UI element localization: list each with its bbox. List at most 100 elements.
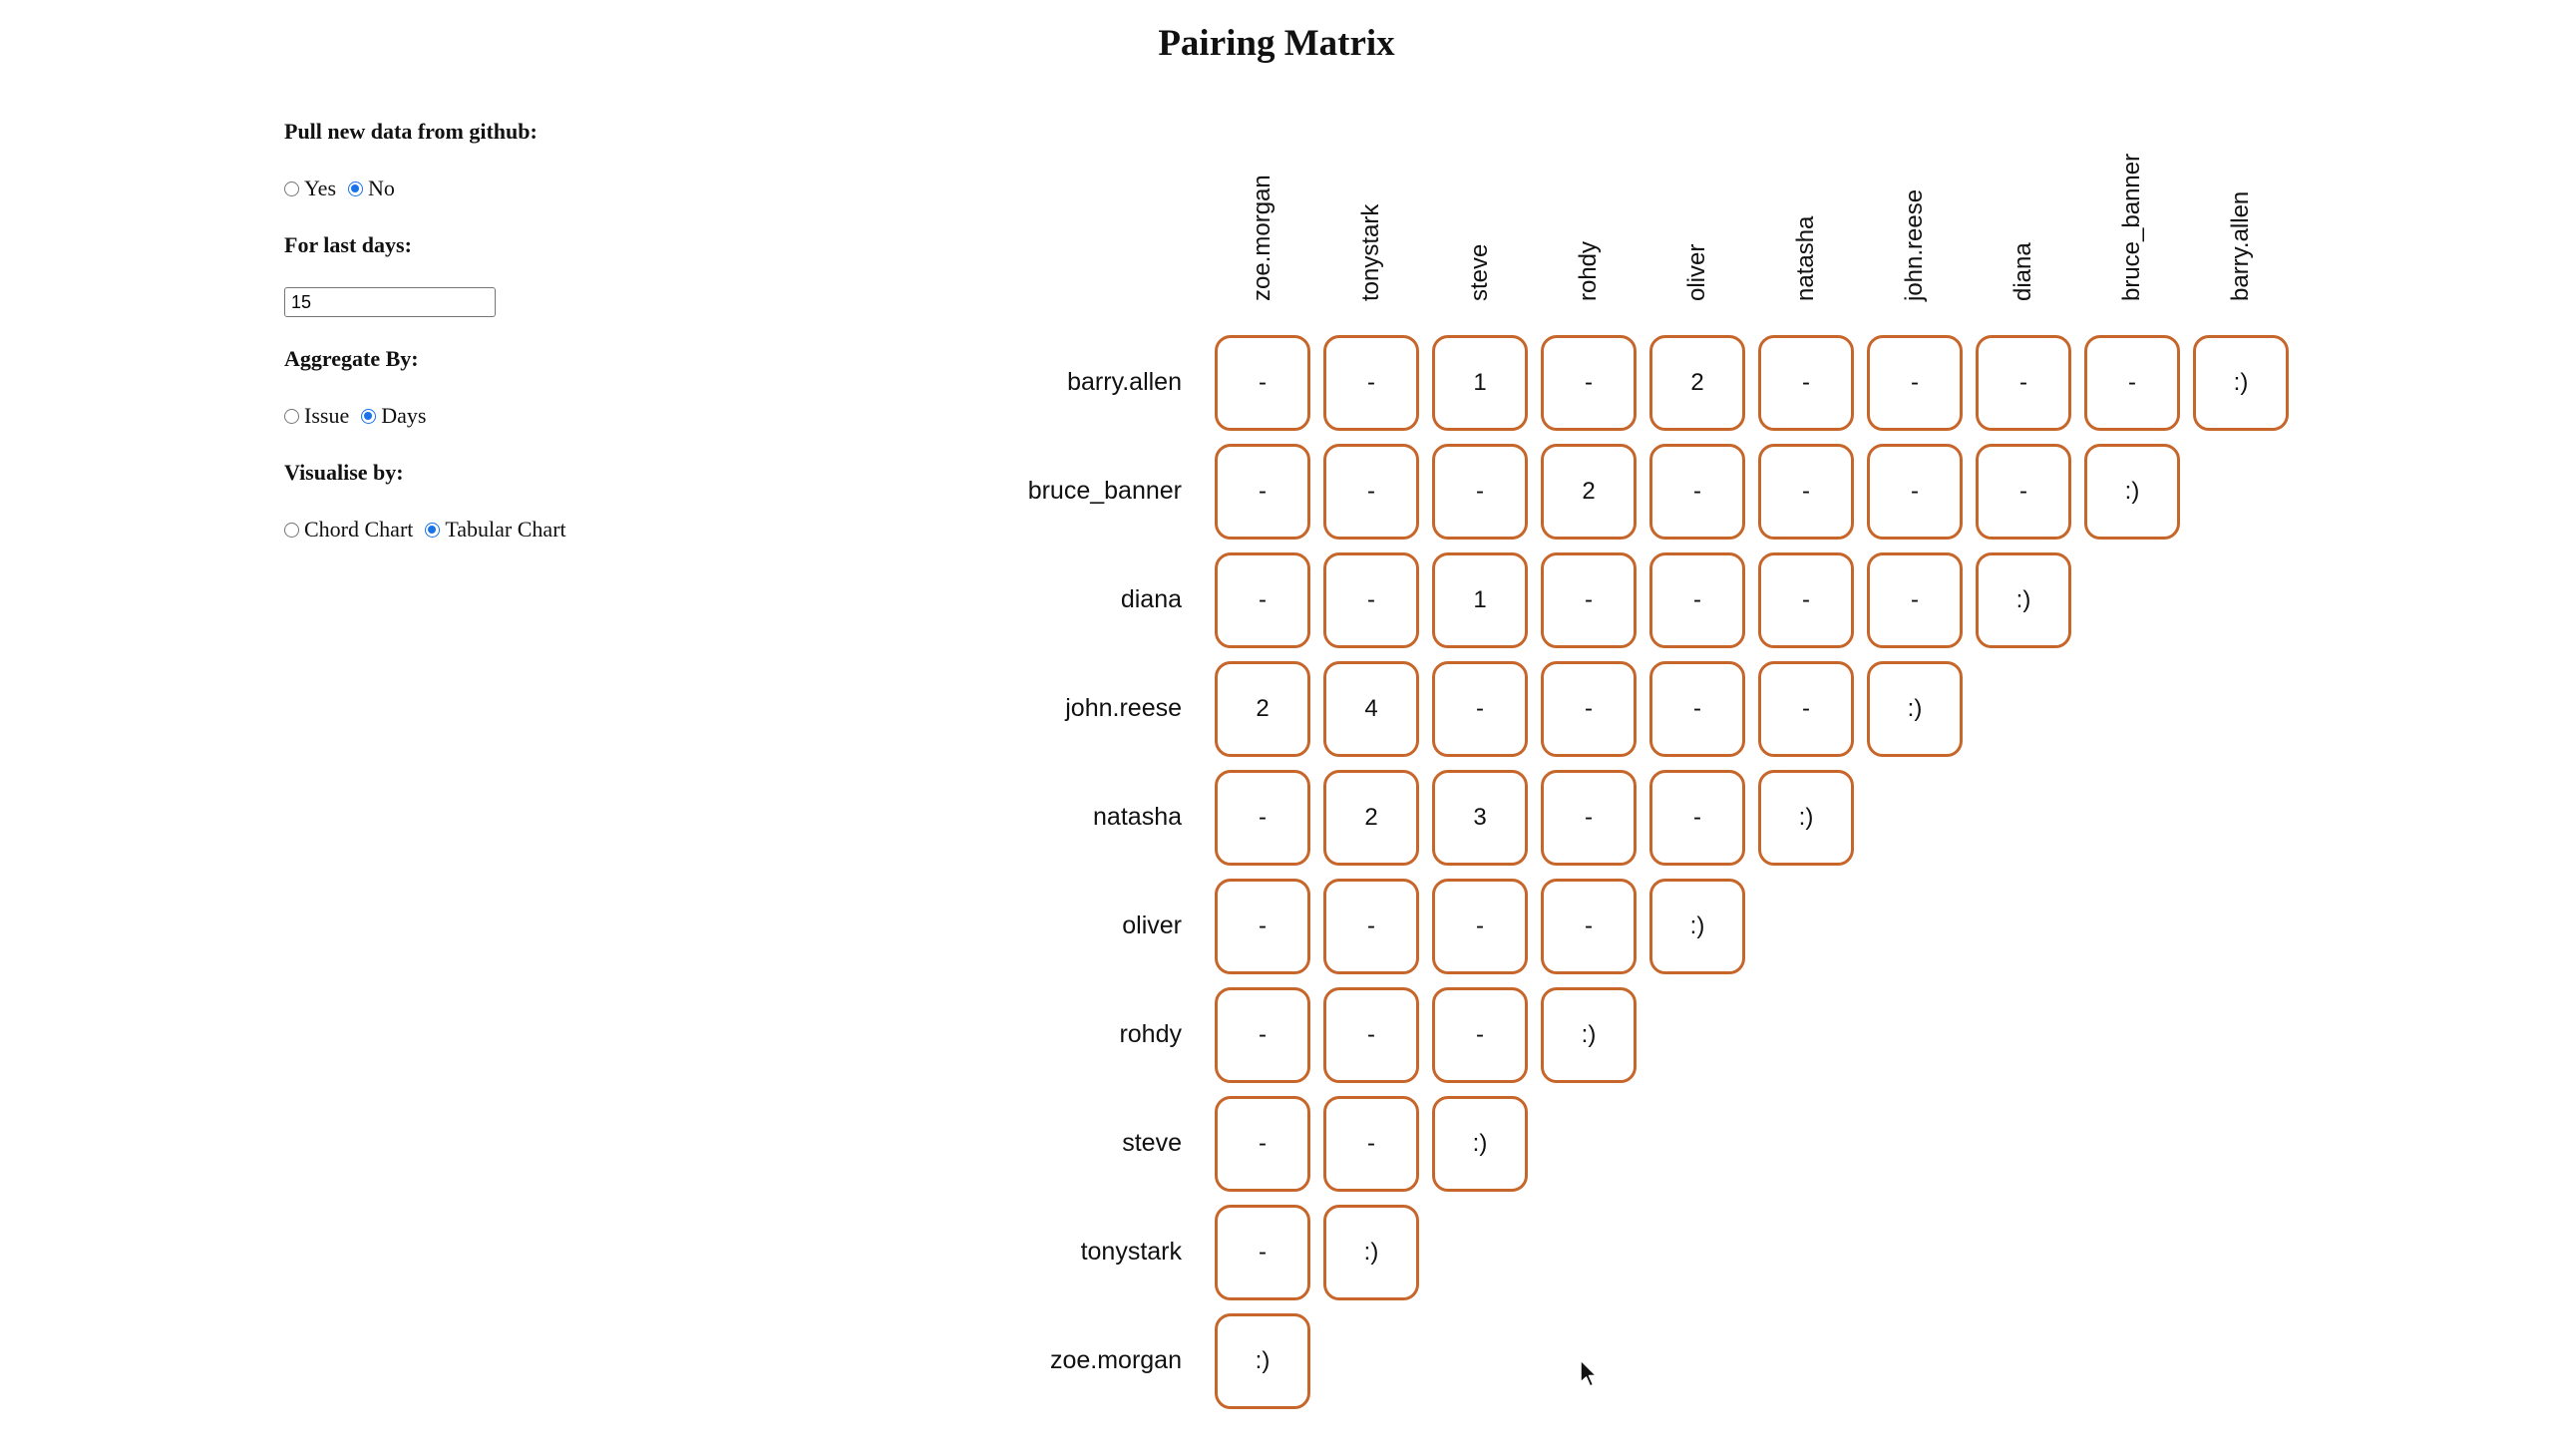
- matrix-cell[interactable]: -: [1323, 552, 1419, 648]
- visualise-tabular-option[interactable]: Tabular Chart: [425, 515, 566, 545]
- matrix-cell[interactable]: -: [1976, 444, 2071, 540]
- matrix-cell[interactable]: -: [1215, 987, 1310, 1083]
- aggregate-issue-option[interactable]: Issue: [284, 401, 349, 431]
- matrix-cell[interactable]: -: [1323, 987, 1419, 1083]
- matrix-cell[interactable]: :): [1323, 1205, 1419, 1300]
- visualise-chord-radio[interactable]: [284, 522, 299, 538]
- row-header: barry.allen: [1067, 368, 1182, 396]
- pull-yes-label: Yes: [304, 176, 337, 200]
- matrix-cell[interactable]: -: [1323, 1096, 1419, 1192]
- visualise-chord-option[interactable]: Chord Chart: [284, 515, 413, 545]
- matrix-cell[interactable]: -: [1432, 987, 1528, 1083]
- last-days-label: For last days:: [284, 232, 412, 257]
- matrix-cell[interactable]: 2: [1541, 444, 1637, 540]
- matrix-cell[interactable]: -: [1215, 1205, 1310, 1300]
- last-days-input[interactable]: [284, 287, 496, 317]
- matrix-cell[interactable]: 2: [1649, 335, 1745, 431]
- matrix-cell[interactable]: -: [1649, 661, 1745, 757]
- matrix-cell[interactable]: :): [1867, 661, 1963, 757]
- aggregate-radio-group: Issue Days: [284, 401, 703, 431]
- matrix-cell[interactable]: 3: [1432, 770, 1528, 866]
- pull-no-option[interactable]: No: [348, 174, 395, 203]
- row-header: rohdy: [1119, 1020, 1182, 1048]
- matrix-cell[interactable]: -: [1215, 552, 1310, 648]
- aggregate-issue-label: Issue: [304, 403, 350, 428]
- matrix-cell[interactable]: -: [1758, 661, 1854, 757]
- visualise-label: Visualise by:: [284, 460, 404, 485]
- column-header: tonystark: [1357, 203, 1384, 301]
- column-header: diana: [2009, 242, 2036, 301]
- matrix-cell[interactable]: -: [1432, 661, 1528, 757]
- matrix-cell[interactable]: -: [1541, 661, 1637, 757]
- matrix-cell[interactable]: -: [1541, 335, 1637, 431]
- matrix-cell[interactable]: -: [1649, 552, 1745, 648]
- matrix-cell[interactable]: -: [1215, 1096, 1310, 1192]
- pull-data-radio-group: Yes No: [284, 174, 703, 203]
- matrix-cell[interactable]: :): [1541, 987, 1637, 1083]
- matrix-cell[interactable]: -: [1541, 552, 1637, 648]
- matrix-cell[interactable]: 2: [1215, 661, 1310, 757]
- matrix-cell[interactable]: -: [1867, 335, 1963, 431]
- matrix-cell[interactable]: -: [1867, 552, 1963, 648]
- aggregate-issue-radio[interactable]: [284, 408, 299, 424]
- column-header: john.reese: [1901, 188, 1928, 301]
- matrix-cell[interactable]: -: [1649, 770, 1745, 866]
- matrix-cell[interactable]: -: [1867, 444, 1963, 540]
- pull-data-label: Pull new data from github:: [284, 119, 538, 144]
- aggregate-days-radio[interactable]: [361, 408, 377, 424]
- matrix-cell[interactable]: -: [1323, 335, 1419, 431]
- matrix-cell[interactable]: -: [1215, 879, 1310, 974]
- matrix-cell[interactable]: -: [1649, 444, 1745, 540]
- matrix-cell[interactable]: 4: [1323, 661, 1419, 757]
- matrix-cell[interactable]: :): [1432, 1096, 1528, 1192]
- pull-yes-radio[interactable]: [284, 181, 299, 196]
- matrix-cell[interactable]: :): [1215, 1313, 1310, 1409]
- row-header: zoe.morgan: [1049, 1346, 1182, 1374]
- column-header: barry.allen: [2227, 190, 2254, 301]
- matrix-cell[interactable]: -: [1758, 335, 1854, 431]
- matrix-cell[interactable]: :): [1976, 552, 2071, 648]
- matrix-cell[interactable]: 1: [1432, 335, 1528, 431]
- matrix-cell[interactable]: -: [1432, 879, 1528, 974]
- matrix-cell[interactable]: -: [1432, 444, 1528, 540]
- matrix-cell[interactable]: -: [1215, 335, 1310, 431]
- matrix-cell[interactable]: 2: [1323, 770, 1419, 866]
- row-header: bruce_banner: [1027, 477, 1182, 505]
- visualise-tabular-label: Tabular Chart: [445, 517, 566, 542]
- visualise-tabular-radio[interactable]: [425, 522, 441, 538]
- matrix-cell[interactable]: -: [1323, 444, 1419, 540]
- pull-yes-option[interactable]: Yes: [284, 174, 336, 203]
- row-header: tonystark: [1080, 1238, 1182, 1266]
- matrix-cell[interactable]: -: [1541, 879, 1637, 974]
- matrix-cell[interactable]: 1: [1432, 552, 1528, 648]
- matrix-cell[interactable]: -: [1758, 552, 1854, 648]
- row-header: diana: [1120, 585, 1182, 613]
- matrix-cell[interactable]: :): [1649, 879, 1745, 974]
- aggregate-days-option[interactable]: Days: [361, 401, 426, 431]
- visualise-chord-label: Chord Chart: [304, 517, 414, 542]
- pull-no-radio[interactable]: [348, 181, 364, 196]
- pull-no-label: No: [368, 176, 395, 200]
- aggregate-days-label: Days: [381, 403, 427, 428]
- matrix-cell[interactable]: :): [2084, 444, 2180, 540]
- column-header: natasha: [1792, 215, 1819, 301]
- row-header: natasha: [1093, 803, 1182, 831]
- matrix-cell[interactable]: -: [1758, 444, 1854, 540]
- aggregate-label: Aggregate By:: [284, 346, 419, 371]
- matrix-cell[interactable]: -: [1215, 770, 1310, 866]
- matrix-cell[interactable]: :): [1758, 770, 1854, 866]
- matrix-cell[interactable]: :): [2193, 335, 2289, 431]
- row-header: oliver: [1122, 911, 1182, 939]
- visualise-radio-group: Chord Chart Tabular Chart: [284, 515, 703, 545]
- matrix-cell[interactable]: -: [1541, 770, 1637, 866]
- page-title: Pairing Matrix: [1158, 23, 1395, 64]
- controls-panel: Pull new data from github: Yes No For la…: [284, 118, 703, 572]
- matrix-cell[interactable]: -: [1215, 444, 1310, 540]
- column-header: zoe.morgan: [1249, 175, 1276, 301]
- row-header: john.reese: [1065, 694, 1182, 722]
- row-header: steve: [1122, 1129, 1182, 1157]
- matrix-cell[interactable]: -: [1323, 879, 1419, 974]
- matrix-cell[interactable]: -: [2084, 335, 2180, 431]
- matrix-cell[interactable]: -: [1976, 335, 2071, 431]
